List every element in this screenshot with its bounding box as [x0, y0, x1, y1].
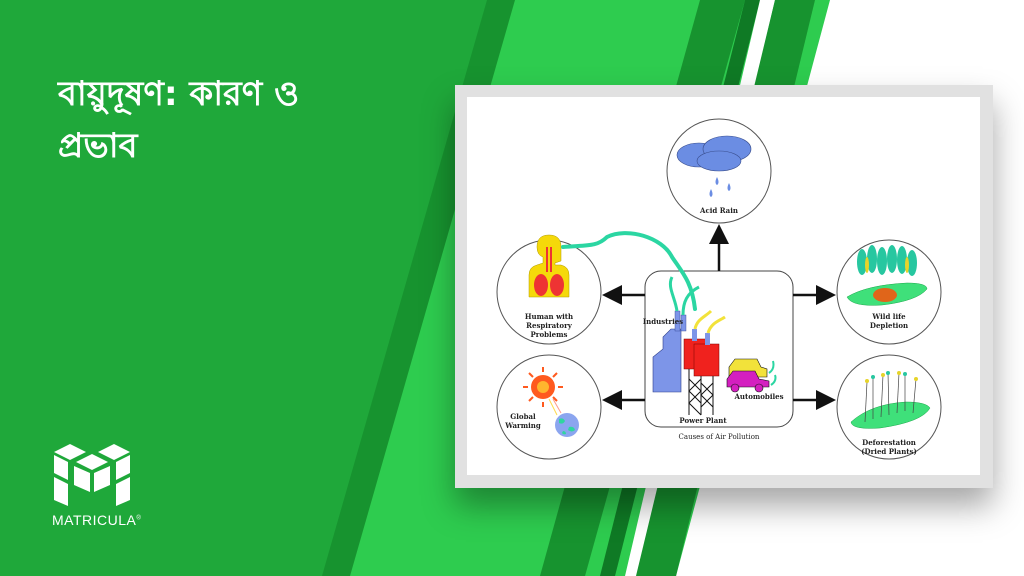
brand-name: MATRICULA®: [52, 512, 141, 528]
label-respiratory-3: Problems: [531, 330, 568, 339]
label-power-plant: Power Plant: [679, 416, 727, 425]
brand-name-text: MATRICULA: [52, 512, 137, 528]
trademark: ®: [136, 515, 142, 522]
label-respiratory-2: Respiratory: [526, 321, 573, 330]
label-deforestation-2: (Dried Plants): [861, 447, 917, 456]
title-line-2: প্রভাব: [58, 126, 138, 166]
label-acid-rain: Acid Rain: [699, 206, 738, 215]
label-industries: Industries: [643, 317, 683, 326]
label-deforestation-1: Deforestation: [862, 438, 916, 447]
earth-icon: [555, 413, 579, 437]
label-global-warming-1: Global: [510, 412, 536, 421]
title-line-1: বায়ুদূষণ: কারণ ও: [58, 74, 300, 114]
diagram-canvas: Acid Rain Human with Respiratory Problem…: [467, 97, 980, 475]
diagram-caption: Causes of Air Pollution: [679, 433, 760, 441]
diagram-frame: Acid Rain Human with Respiratory Problem…: [455, 85, 993, 488]
label-automobiles: Automobiles: [733, 392, 783, 401]
dried-plants-icon: [850, 371, 931, 429]
label-global-warming-2: Warming: [504, 421, 541, 430]
cloud-icon: [676, 135, 752, 197]
label-wildlife-2: Depletion: [870, 321, 908, 330]
page-title: বায়ুদূষণ: কারণ ও প্রভাব: [58, 68, 438, 172]
label-respiratory-1: Human with: [525, 312, 573, 321]
industry-icon: [652, 276, 700, 393]
matricula-logo-icon: [54, 444, 130, 506]
power-plant-icon: [683, 309, 726, 416]
automobile-icon: [726, 358, 777, 393]
human-lungs-icon: [528, 234, 570, 298]
global-warming-circle: [496, 354, 602, 460]
air-pollution-diagram: Acid Rain Human with Respiratory Problem…: [496, 118, 942, 460]
sun-icon: [523, 367, 563, 416]
label-wildlife-1: Wild life: [871, 312, 906, 321]
forest-icon: [846, 245, 928, 306]
